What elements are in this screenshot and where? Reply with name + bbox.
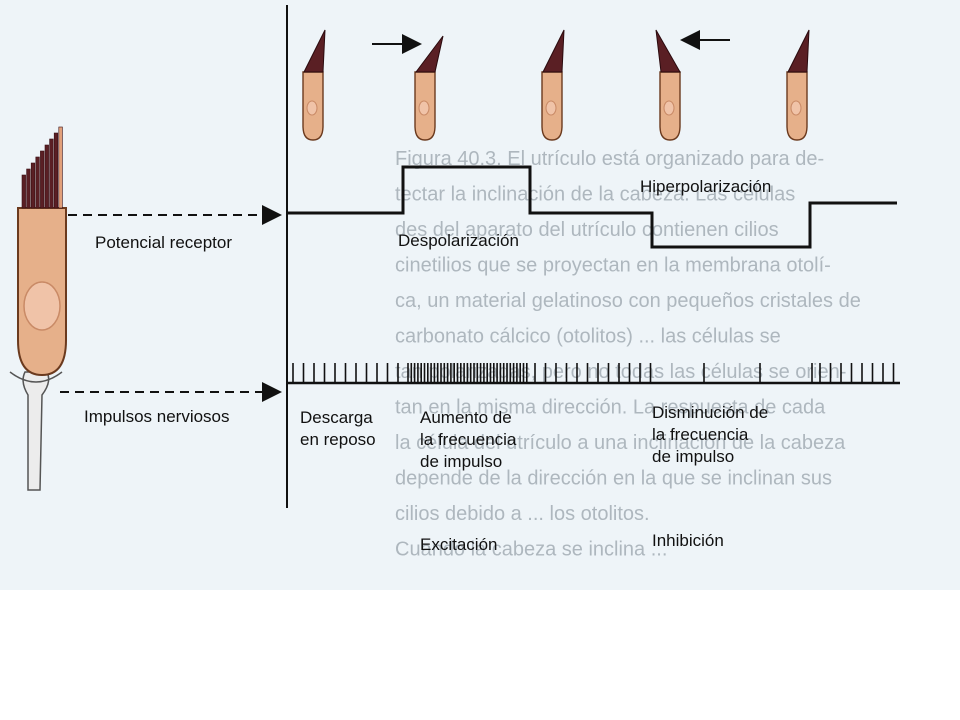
hair-cell-states [302, 29, 810, 141]
stereocilium [49, 138, 54, 209]
stereocilia-tuft [303, 29, 326, 73]
label-excitacion: Excitación [420, 535, 498, 554]
nerve-fiber [22, 371, 50, 491]
stereocilia-bundle [21, 126, 63, 209]
cell-nucleus [663, 100, 675, 116]
label-disminucion-frecuencia: Disminución de la frecuencia de impulso [652, 403, 769, 466]
nerve-ending [9, 371, 63, 383]
background-text-line: Figura 40.3. El utrículo está organizado… [395, 148, 824, 170]
hair-cell-state [414, 35, 444, 141]
cell-nucleus [545, 100, 557, 116]
label-despolarizacion: Despolarización [398, 231, 519, 250]
label-impulsos-nerviosos: Impulsos nerviosos [84, 407, 230, 426]
background-text-line: carbonato cálcico (otolitos) ... las cél… [395, 326, 781, 348]
receptor-potential-trace [287, 165, 897, 249]
stereocilium [40, 150, 45, 209]
stereocilium [26, 168, 31, 209]
background-text-line: des del aparato del utrículo contienen c… [395, 219, 779, 241]
hair-cell-state [302, 29, 326, 141]
label-potencial-receptor: Potencial receptor [95, 233, 233, 252]
stereocilium [44, 144, 49, 209]
label-hiperpolarizacion: Hiperpolarización [640, 177, 772, 196]
background-text-line: tan en la misma dirección. La respuesta … [395, 397, 826, 419]
hair-cell-state [786, 29, 810, 141]
hair-cell-illustration [9, 126, 67, 491]
stereocilia-tuft [542, 29, 565, 73]
label-inhibicion: Inhibición [652, 531, 724, 550]
stereocilia-tuft [415, 35, 444, 73]
background-text-line: tan polarizadas, pero no todas las célul… [395, 361, 846, 383]
stereocilium [35, 156, 40, 209]
background-text-line: Cuando la cabeza se inclina ... [395, 539, 667, 561]
cell-nucleus [306, 100, 318, 116]
stereocilium [53, 132, 59, 209]
background-text-line: tectar la inclinación de la cabeza. Las … [395, 184, 795, 206]
background-text-line: la célula del utrículo a una inclinación… [395, 432, 846, 454]
stereocilium [30, 162, 36, 209]
background-text: Figura 40.3. El utrículo está organizado… [395, 148, 861, 561]
stereocilium [58, 126, 63, 209]
stereocilium [21, 174, 26, 209]
cell-nucleus [23, 281, 61, 331]
background-text-line: cilios debido a ... los otolitos. [395, 503, 650, 525]
cell-nucleus [790, 100, 802, 116]
label-aumento-frecuencia: Aumento de la frecuencia de impulso [420, 408, 517, 471]
background-text-line: ca, un material gelatinoso con pequeños … [395, 290, 861, 312]
hair-cell-state [655, 29, 681, 141]
cell-nucleus [418, 100, 430, 116]
impulse-spikes [292, 363, 895, 383]
background-text-line: cinetilios que se proyectan en la membra… [395, 255, 831, 277]
hair-cell-state [541, 29, 565, 141]
stereocilia-tuft [655, 29, 681, 73]
stereocilia-tuft [787, 29, 810, 73]
label-descarga-en-reposo: Descarga en reposo [300, 408, 376, 449]
background-text-line: depende de la dirección en la que se inc… [395, 468, 832, 490]
